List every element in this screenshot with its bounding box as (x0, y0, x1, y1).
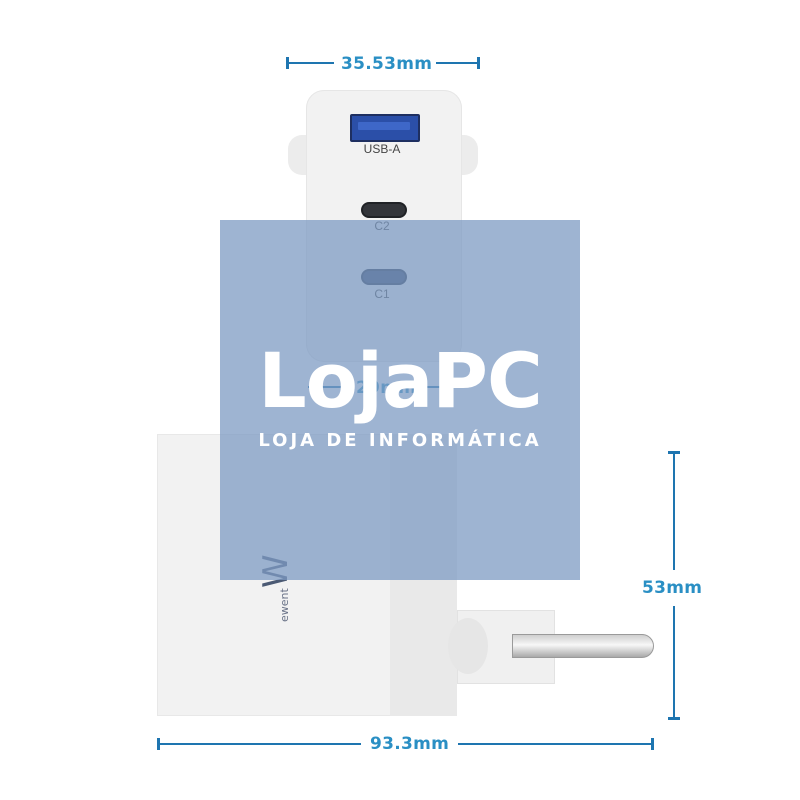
brand-name: ewent (278, 588, 291, 622)
dim-length-cap-left (157, 738, 160, 750)
usb-c2-port (361, 202, 407, 218)
dim-top-width-line-left (288, 62, 334, 64)
watermark-subtitle: LOJA DE INFORMÁTICA (258, 430, 542, 451)
usb-a-label: USB-A (363, 142, 401, 156)
watermark-title: LojaPC (258, 336, 542, 425)
dim-length-line-left (159, 743, 361, 745)
dim-length-cap-right (651, 738, 654, 750)
usb-a-port-inner (358, 122, 410, 130)
dim-height-cap-bottom (668, 717, 680, 720)
dim-top-width-line-right (436, 62, 478, 64)
dim-height-line-top (673, 452, 675, 570)
dim-top-width-cap-left (286, 57, 289, 69)
dim-top-width-label: 35.53mm (341, 54, 433, 74)
watermark-overlay (220, 220, 580, 580)
plug-pin (512, 634, 654, 658)
dim-height-label: 53mm (642, 578, 703, 598)
dim-length-line-right (458, 743, 653, 745)
plug-collar (448, 618, 488, 674)
dim-height-line-bottom (673, 606, 675, 718)
dim-length-label: 93.3mm (370, 734, 450, 754)
dim-top-width-cap-right (477, 57, 480, 69)
